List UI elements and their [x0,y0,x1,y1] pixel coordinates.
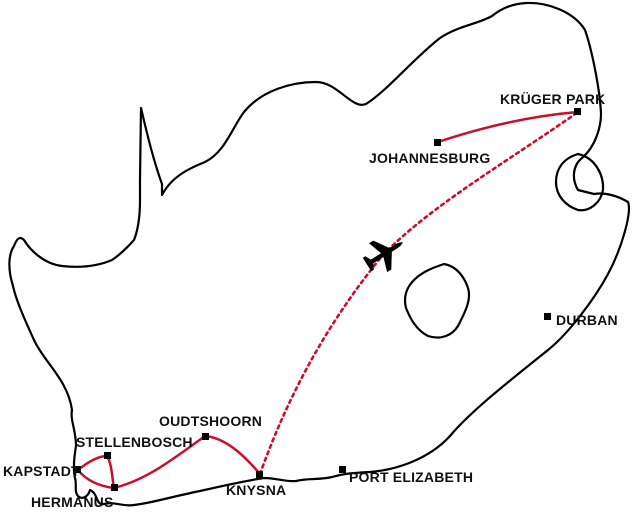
route-stellenbosch-hermanus [105,455,116,489]
route-oudtshoorn-knysna [204,434,261,475]
label-hermanus: HERMANUS [31,494,114,510]
label-port-elizabeth: PORT ELIZABETH [349,469,473,485]
marker-hermanus [111,484,118,491]
marker-kruger-park [574,108,581,115]
marker-johannesburg [434,139,441,146]
marker-port-elizabeth [339,466,346,473]
lesotho-outline [403,262,471,339]
marker-durban [544,313,551,320]
label-knysna: KNYSNA [226,482,286,498]
swaziland-outline [554,152,605,212]
route-johannesburg-kruger [436,110,580,144]
marker-kapstadt [74,466,81,473]
marker-oudtshoorn [202,433,209,440]
route-kapstadt-stellenbosch [77,454,108,471]
label-oudtshoorn: OUDTSHOORN [159,413,262,429]
label-kruger-park: KRÜGER PARK [500,91,605,107]
route-kapstadt-hermanus [77,469,115,490]
label-durban: DURBAN [556,312,618,328]
south-africa-outline [8,1,630,507]
marker-knysna [256,471,263,478]
flight-path-knysna-kruger [258,110,580,476]
label-kapstadt: KAPSTADT [3,463,80,479]
label-johannesburg: JOHANNESBURG [369,150,490,166]
airplane-icon [362,240,403,273]
route-hermanus-oudtshoorn [113,434,206,490]
label-stellenbosch: STELLENBOSCH [76,434,193,450]
marker-stellenbosch [104,452,111,459]
